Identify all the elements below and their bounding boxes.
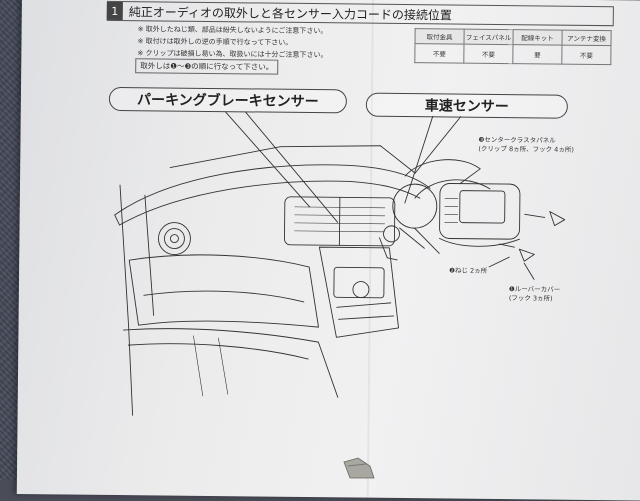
screw-label: ❷ねじ 2ヵ所 [449, 266, 488, 275]
leader-line [245, 111, 339, 223]
dash-top-line [114, 164, 431, 216]
leader-line [404, 115, 434, 204]
windshield-line [169, 145, 381, 169]
key-object [343, 457, 375, 479]
center-stack [318, 246, 399, 338]
louver-label-line: (フック 3ヵ所) [508, 294, 553, 303]
leader-line [414, 116, 462, 174]
dashboard-illustration [114, 111, 566, 416]
steering-column [392, 183, 438, 229]
center-cluster-panel [439, 183, 521, 247]
shift-knob [383, 225, 400, 243]
left-air-vent [157, 222, 191, 256]
center-panel-label-line: (クリップ 8ヵ所、フック 4ヵ所) [478, 144, 574, 154]
louver-cover [518, 248, 535, 262]
glovebox [128, 254, 319, 328]
center-panel-label: ❸センタークラスタパネル (クリップ 8ヵ所、フック 4ヵ所) [478, 136, 574, 155]
screw-part [524, 213, 546, 218]
instruction-sheet: 1 純正オーディオの取外しと各センサー入力コードの接続位置 取外したねじ類、部品… [16, 0, 640, 501]
louver-cover-label: ❶ルーバーカバー (フック 3ヵ所) [509, 285, 560, 304]
dash-top-line-inner [119, 180, 421, 226]
leader-line [225, 111, 311, 208]
